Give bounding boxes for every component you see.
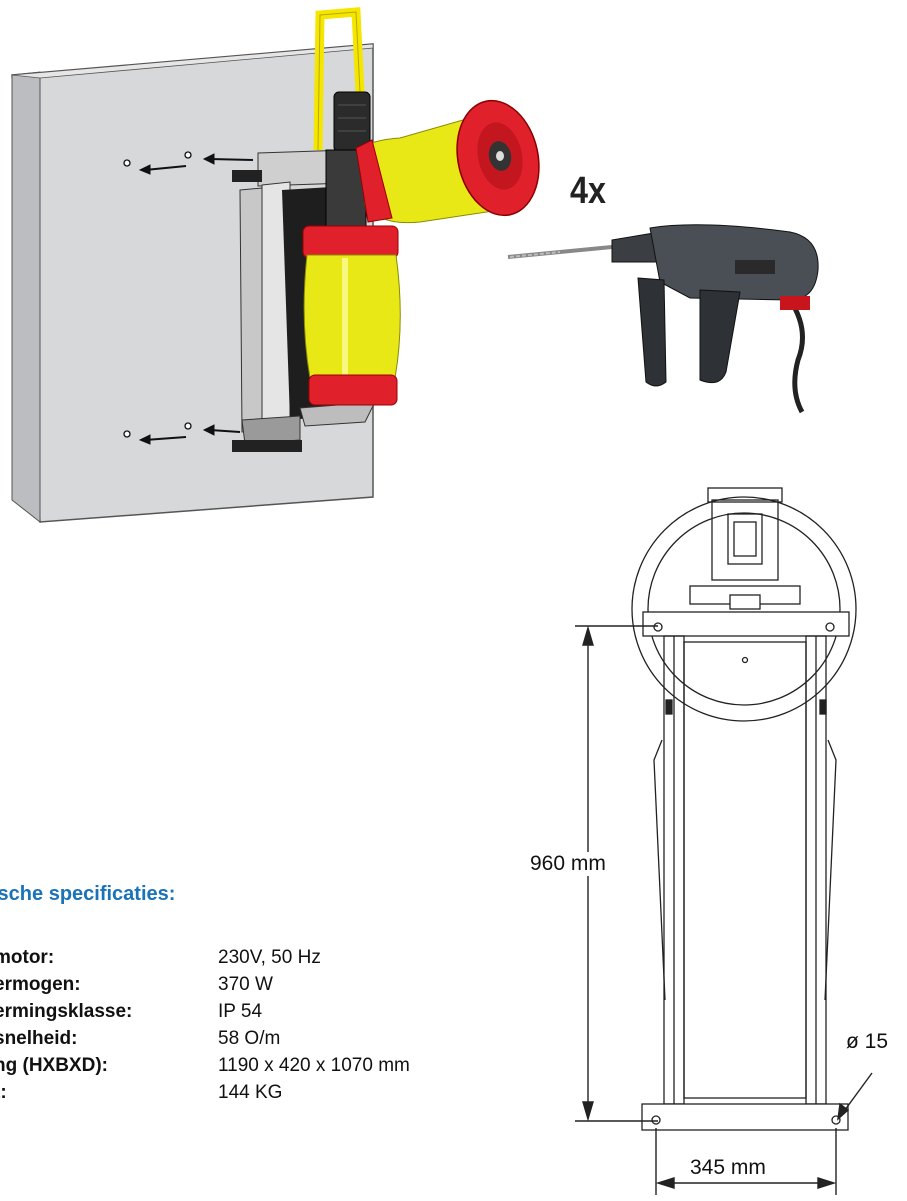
spec-label-speed: snelheid:: [0, 1028, 78, 1049]
technical-drawing: [631, 487, 857, 1131]
spec-label-power: ermogen:: [0, 974, 81, 995]
spec-value-power: 370 W: [218, 974, 273, 995]
spec-value-dimensions: 1190 x 420 x 1070 mm: [218, 1055, 410, 1076]
spec-value-speed: 58 O/m: [218, 1028, 281, 1049]
specs-title: ische specificaties:: [0, 883, 176, 905]
drill-hole-markers: [123, 151, 254, 445]
height-dimension-label: 960 mm: [530, 852, 606, 876]
spec-value-protection: IP 54: [218, 1001, 263, 1022]
drill-icon: [507, 224, 819, 414]
vertical-roller: [302, 225, 401, 406]
spec-value-motor: 230V, 50 Hz: [218, 947, 321, 968]
lifting-strap: [313, 7, 365, 151]
spec-value-weight: 144 KG: [218, 1082, 283, 1103]
spec-label-protection: ermingsklasse:: [0, 1001, 133, 1022]
spec-label-weight: t:: [0, 1082, 7, 1103]
horizontal-roller: [355, 99, 540, 224]
spec-label-dimensions: ng (HXBXD):: [0, 1055, 108, 1076]
quantity-label: 4x: [570, 170, 606, 212]
spec-label-motor: motor:: [0, 947, 55, 968]
hole-diameter-label: ø 15: [846, 1030, 889, 1054]
width-dimension-label: 345 mm: [690, 1156, 766, 1180]
